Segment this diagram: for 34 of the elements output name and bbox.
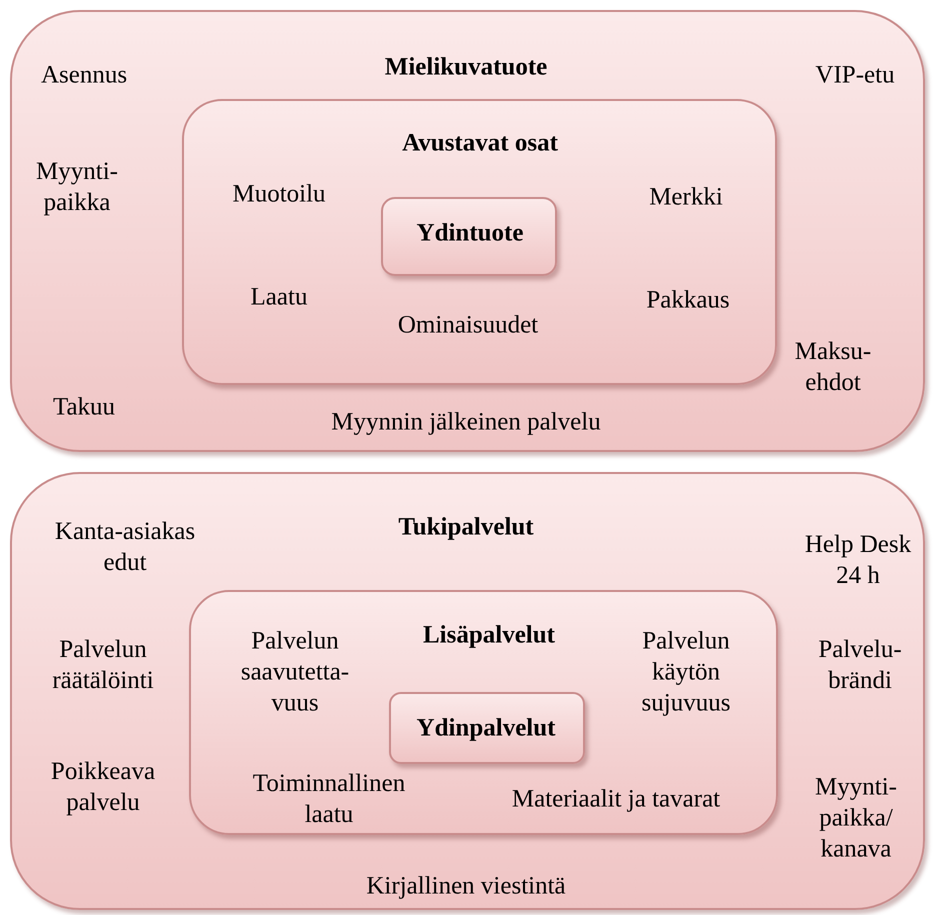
box-title: Lisäpalvelut [423, 620, 555, 650]
item-label: Toiminnallinen laatu [252, 769, 406, 830]
item-label: Myynti- paikka [35, 157, 119, 218]
rounded-box [182, 99, 777, 385]
item-label: Maksu- ehdot [794, 337, 872, 398]
item-label: Poikkeava palvelu [50, 757, 156, 818]
rounded-box [189, 590, 778, 835]
item-label: Ominaisuudet [398, 310, 538, 340]
item-label: Muotoilu [232, 180, 326, 210]
item-label: Asennus [40, 60, 128, 90]
item-label: Materiaalit ja tavarat [512, 784, 720, 814]
item-label: Myynnin jälkeinen palvelu [331, 408, 601, 438]
item-label: Palvelun saavutetta- vuus [240, 626, 350, 718]
item-label: Pakkaus [646, 286, 730, 316]
item-label: Merkki [649, 182, 723, 212]
rounded-box [381, 197, 557, 276]
box-title: Ydintuote [416, 218, 524, 248]
box-title: Mielikuvatuote [384, 52, 548, 82]
item-label: VIP-etu [815, 60, 895, 90]
rounded-box [10, 472, 925, 910]
item-label: Palvelun käytön sujuvuus [640, 626, 732, 718]
item-label: Kirjallinen viestintä [366, 872, 566, 902]
item-label: Palvelu- brändi [817, 635, 903, 696]
box-title: Tukipalvelut [398, 512, 534, 542]
rounded-box [10, 10, 925, 452]
item-label: Laatu [250, 282, 308, 312]
item-label: Kanta-asiakas edut [54, 517, 196, 578]
item-label: Palvelun räätälöinti [51, 635, 155, 696]
rounded-box [389, 692, 585, 764]
item-label: Takuu [52, 392, 116, 422]
box-title: Ydinpalvelut [416, 714, 556, 744]
item-label: Myynti- paikka/ kanava [814, 772, 898, 864]
box-title: Avustavat osat [402, 128, 558, 158]
item-label: Help Desk 24 h [804, 530, 912, 591]
